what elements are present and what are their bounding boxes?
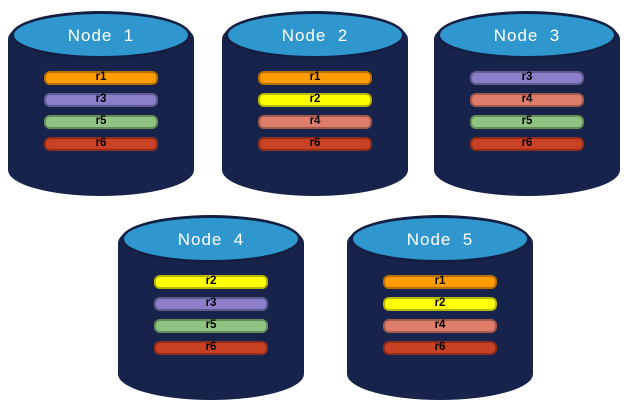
replica-bar-r1: r1 bbox=[383, 275, 497, 289]
replica-bar-r2: r2 bbox=[154, 275, 268, 289]
replica-bar-r5: r5 bbox=[470, 115, 584, 129]
replica-list: r1 r2 r4 r6 bbox=[258, 71, 372, 151]
node-title: Node 4 bbox=[177, 230, 245, 249]
replica-bar-r6: r6 bbox=[258, 137, 372, 151]
replica-list: r2 r3 r5 r6 bbox=[154, 275, 268, 355]
cylinder-top-ellipse: Node 5 bbox=[350, 215, 530, 263]
node-title: Node 1 bbox=[67, 26, 135, 45]
replica-bar-r2: r2 bbox=[258, 93, 372, 107]
node-title: Node 5 bbox=[406, 230, 474, 249]
node-title: Node 3 bbox=[493, 26, 561, 45]
database-node: Node 2 r1 r2 r4 r6 bbox=[222, 8, 408, 196]
replica-bar-r6: r6 bbox=[154, 341, 268, 355]
database-node: Node 5 r1 r2 r4 r6 bbox=[347, 212, 533, 400]
database-node: Node 4 r2 r3 r5 r6 bbox=[118, 212, 304, 400]
replica-bar-r4: r4 bbox=[470, 93, 584, 107]
replica-bar-r4: r4 bbox=[383, 319, 497, 333]
replica-bar-r1: r1 bbox=[258, 71, 372, 85]
replica-bar-r6: r6 bbox=[470, 137, 584, 151]
node-title: Node 2 bbox=[281, 26, 349, 45]
replica-list: r1 r3 r5 r6 bbox=[44, 71, 158, 151]
replica-list: r3 r4 r5 r6 bbox=[470, 71, 584, 151]
replica-bar-r3: r3 bbox=[154, 297, 268, 311]
replica-bar-r4: r4 bbox=[258, 115, 372, 129]
cylinder-top-ellipse: Node 3 bbox=[437, 11, 617, 59]
replica-bar-r2: r2 bbox=[383, 297, 497, 311]
cylinder-top-ellipse: Node 1 bbox=[11, 11, 191, 59]
replica-bar-r6: r6 bbox=[44, 137, 158, 151]
replica-list: r1 r2 r4 r6 bbox=[383, 275, 497, 355]
replica-bar-r5: r5 bbox=[44, 115, 158, 129]
replica-bar-r1: r1 bbox=[44, 71, 158, 85]
replica-bar-r3: r3 bbox=[44, 93, 158, 107]
cylinder-top-ellipse: Node 4 bbox=[121, 215, 301, 263]
replica-bar-r6: r6 bbox=[383, 341, 497, 355]
cylinder-top-ellipse: Node 2 bbox=[225, 11, 405, 59]
database-node: Node 1 r1 r3 r5 r6 bbox=[8, 8, 194, 196]
database-node: Node 3 r3 r4 r5 r6 bbox=[434, 8, 620, 196]
replica-bar-r3: r3 bbox=[470, 71, 584, 85]
replica-bar-r5: r5 bbox=[154, 319, 268, 333]
